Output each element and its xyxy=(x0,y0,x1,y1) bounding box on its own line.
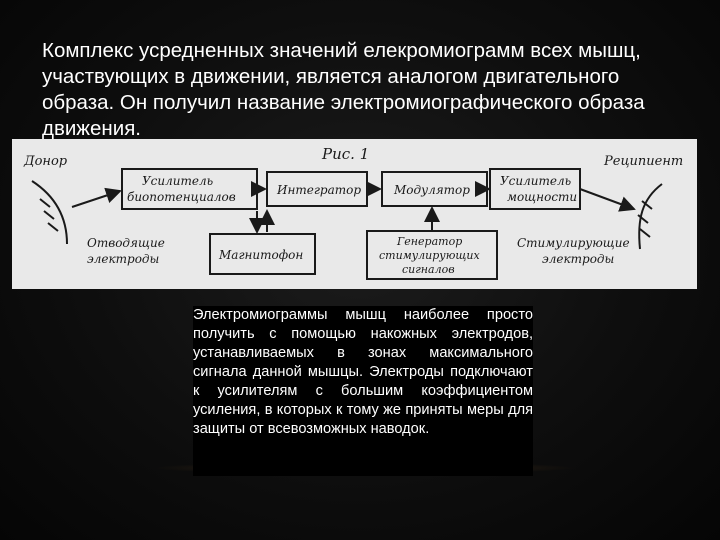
body-text: Электромиограммы мышц наиболее просто по… xyxy=(193,306,533,476)
power-to-stim-arrow xyxy=(579,188,636,212)
donor-body-line xyxy=(31,180,68,245)
amplifier-power-label-1: Усилитель xyxy=(500,174,571,188)
stim-electrodes-label-2: электроды xyxy=(542,252,614,266)
slide-title: Комплекс усредненных значений елекромиог… xyxy=(42,39,645,140)
tape-recorder-box xyxy=(209,233,316,275)
figure-caption: Рис. 1 xyxy=(321,145,369,163)
stim-electrodes xyxy=(637,200,653,238)
lead-electrodes-label-1: Отводящие xyxy=(87,236,165,250)
block-diagram: Рис. 1 Донор Реципиент Усилитель биопоте… xyxy=(23,145,683,280)
lead-electrodes-label-2: электроды xyxy=(87,252,159,266)
integrator-label: Интегратор xyxy=(276,183,361,197)
amplifier-bio-label-2: биопотенциалов xyxy=(127,190,236,204)
generator-label-1: Генератор xyxy=(396,235,462,248)
generator-label-2: стимулирующих xyxy=(379,249,480,262)
modulator-label: Модулятор xyxy=(393,183,470,197)
recipient-label: Реципиент xyxy=(603,154,683,169)
lead-to-amplifier-arrow xyxy=(71,187,122,208)
donor-label: Донор xyxy=(23,154,68,169)
block-diagram-figure: Рис. 1 Донор Реципиент Усилитель биопоте… xyxy=(12,139,697,289)
amplifier-bio-label-1: Усилитель xyxy=(142,174,213,188)
amplifier-power-label-2: мощности xyxy=(507,190,577,204)
tape-recorder-label: Магнитофон xyxy=(218,248,303,262)
recipient-body-line xyxy=(638,183,663,250)
stim-electrodes-label-1: Стимулирующие xyxy=(517,236,630,250)
generator-label-3: сигналов xyxy=(402,263,455,276)
lead-electrodes xyxy=(39,198,59,232)
